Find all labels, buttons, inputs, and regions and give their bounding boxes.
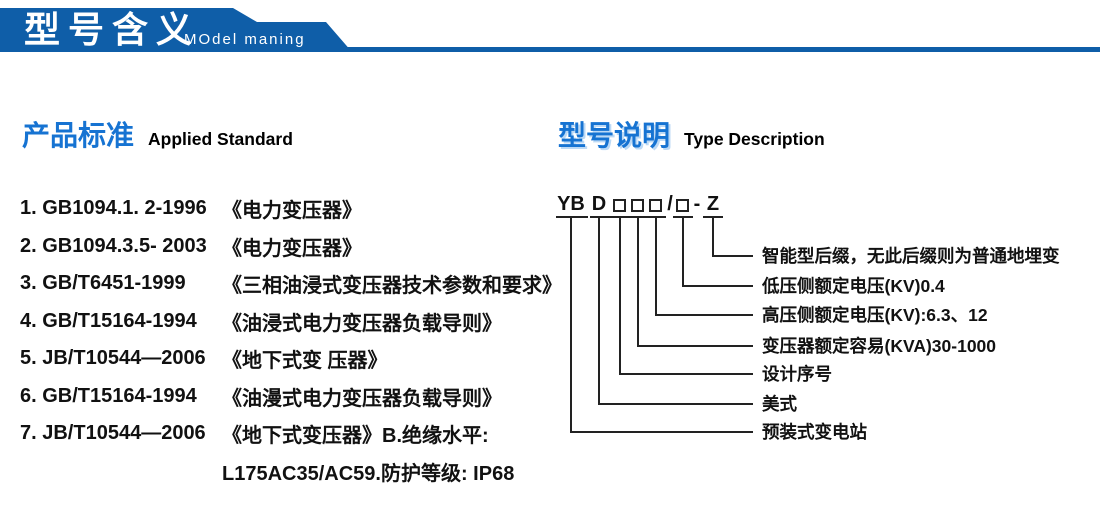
model-code-dash: - [693,193,701,215]
standard-title: 《油浸式电力变压器负载导则》 [222,312,502,335]
standard-title: 《电力变压器》 [222,200,362,223]
model-code-suffix: Z [706,193,720,215]
standard-title: 《地下式变 压器》 [222,350,388,373]
standard-code: 5. JB/T10544—2006 [20,347,206,370]
standard-item: 1. GB1094.1. 2-1996 《电力变压器》 [20,190,560,228]
standard-item: 6. GB/T15164-1994 《油漫式电力变压器负载导则》 [20,378,560,416]
standard-code: 2. GB1094.3.5- 2003 [20,234,207,257]
header-underline-strip [0,47,1100,52]
standard-code: 3. GB/T6451-1999 [20,272,186,295]
standard-code: 7. JB/T10544—2006 [20,422,206,445]
standard-item: 4. GB/T15164-1994 《油浸式电力变压器负载导则》 [20,303,560,341]
diagram-label-smart-suffix: 智能型后缀，无此后缀则为普通地埋变 [762,246,1060,266]
standard-title: 《油漫式电力变压器负载导则》 [222,387,502,410]
type-description-heading-cn: 型号说明 [558,120,671,151]
model-code-box-1 [613,199,626,212]
standard-item-continuation: L175AC35/AC59.防护等级: IP68 [20,453,560,491]
applied-standard-heading: 产品标准 Applied Standard [22,114,293,154]
diagram-label-design-serial: 设计序号 [762,364,832,384]
page-subtitle: MOdel maning [184,31,306,48]
applied-standard-heading-cn: 产品标准 [22,120,135,151]
standard-item: 7. JB/T10544—2006 《地下式变压器》B.绝缘水平: [20,415,560,453]
diagram-label-american-style: 美式 [762,394,797,414]
model-code-slash: / [667,193,673,215]
model-code-prefix: YB [557,193,585,215]
standard-item: 5. JB/T10544—2006 《地下式变 压器》 [20,340,560,378]
standard-title-continuation: L175AC35/AC59.防护等级: IP68 [222,462,515,485]
page-title: 型号含义 [24,9,201,50]
standard-code: 4. GB/T15164-1994 [20,309,197,332]
standard-title: 《地下式变压器》B.绝缘水平: [222,425,489,448]
diagram-label-lv-voltage: 低压侧额定电压(KV)0.4 [762,276,945,296]
model-code-style: D [591,193,607,215]
diagram-label-hv-voltage: 高压侧额定电压(KV):6.3、12 [762,305,988,325]
standard-title: 《三相油浸式变压器技术参数和要求》 [222,275,562,298]
standard-code: 1. GB1094.1. 2-1996 [20,197,207,220]
diagram-label-prefab-substation: 预装式变电站 [762,422,867,442]
model-code-box-3 [649,199,662,212]
type-description-heading-en: Type Description [684,129,825,149]
type-description-heading: 型号说明 Type Description [558,114,825,154]
diagram-label-rated-capacity: 变压器额定容易(KVA)30-1000 [762,336,997,356]
model-code-box-2 [631,199,644,212]
standard-code: 6. GB/T15164-1994 [20,384,197,407]
standard-title: 《电力变压器》 [222,237,362,260]
applied-standard-heading-en: Applied Standard [148,129,293,149]
standard-item: 2. GB1094.3.5- 2003 《电力变压器》 [20,228,560,266]
model-code-box-4 [676,199,689,212]
standards-list: 1. GB1094.1. 2-1996 《电力变压器》 2. GB1094.3.… [20,190,562,491]
standard-item: 3. GB/T6451-1999 《三相油浸式变压器技术参数和要求》 [20,265,562,303]
